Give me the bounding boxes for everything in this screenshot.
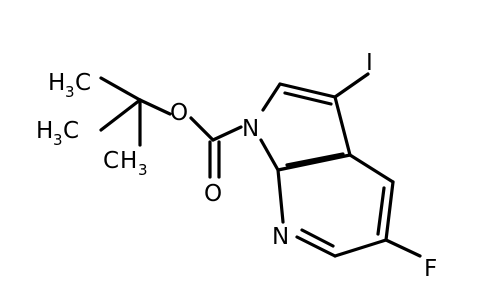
methyl-bottom-h: H	[120, 148, 137, 174]
bond-c3-iodine	[333, 72, 370, 99]
bond-c3a-c7a	[276, 153, 352, 172]
methyl-left-h: H	[36, 118, 53, 144]
bond-n1-c2	[261, 82, 282, 112]
atom-layer: I F N N O O H 3 C H 3 C C H 3	[36, 50, 437, 282]
atom-oxygen-carbonyl: O	[204, 181, 222, 207]
bond-c7a-n1	[259, 138, 280, 172]
bond-c2-c3-b	[283, 91, 333, 106]
methyl-bottom-c: C	[103, 148, 119, 174]
bond-c5-fluorine	[384, 238, 422, 258]
bond-c5-c6	[333, 238, 388, 258]
methyl-top-h: H	[48, 70, 65, 96]
bond-carbonyl-n1	[211, 125, 243, 142]
bond-c4-c5-b	[376, 186, 386, 236]
bond-c6-n7-a	[295, 235, 337, 258]
atom-nitrogen-ring: N	[242, 116, 259, 142]
bond-cq-ch3-top	[99, 76, 142, 102]
bond-c3a-c4	[348, 153, 395, 184]
bond-cq-ch3-left	[99, 98, 142, 132]
methyl-top: H 3 C	[48, 70, 91, 101]
bond-o-carbonyl-c	[189, 116, 215, 142]
bond-c6-n7-b	[300, 228, 335, 248]
bond-layer	[99, 72, 422, 258]
atom-iodine: I	[366, 50, 373, 76]
methyl-left-sub: 3	[53, 131, 63, 149]
methyl-top-c: C	[75, 70, 91, 96]
atom-oxygen-ester: O	[170, 100, 188, 126]
bond-n7-c7a	[276, 168, 285, 224]
bond-c3-c3a	[333, 95, 352, 157]
methyl-bottom-sub: 3	[138, 161, 148, 179]
bond-cq-o	[138, 98, 172, 116]
bond-c4-c5-a	[384, 180, 395, 242]
methyl-left-c: C	[63, 118, 79, 144]
methyl-bottom: C H 3	[103, 148, 148, 179]
atom-fluorine: F	[424, 256, 437, 282]
methyl-top-sub: 3	[65, 83, 75, 101]
methyl-left: H 3 C	[36, 118, 79, 149]
atom-nitrogen-pyridine: N	[272, 224, 289, 250]
bond-c7a-c3a-inner	[285, 152, 345, 167]
bond-c2-c3-a	[278, 82, 337, 99]
